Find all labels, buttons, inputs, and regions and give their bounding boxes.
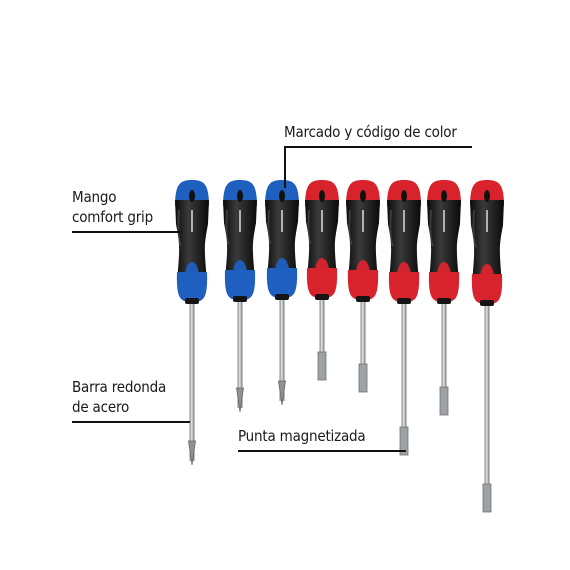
ferrule (275, 294, 289, 300)
color-marking (189, 190, 195, 202)
handle-body (223, 200, 257, 280)
callout-tip-line (238, 450, 406, 452)
flat-tip (399, 426, 409, 456)
handle-body (305, 200, 339, 278)
screwdriver-6 (387, 180, 421, 456)
shaft (189, 296, 195, 461)
flat-tip (317, 351, 327, 381)
color-marking (441, 190, 447, 202)
phillips-tip (188, 440, 196, 466)
callout-color-coding-line-v (284, 146, 286, 188)
ferrule (356, 296, 370, 302)
callout-grip-line1: Mango (72, 188, 117, 206)
grip-inset (233, 260, 247, 288)
handle-print (191, 210, 193, 232)
color-marking (279, 190, 285, 202)
grip-inset (480, 264, 494, 292)
screwdriver-3 (265, 180, 299, 406)
callout-shaft-line1: Barra redonda (72, 378, 167, 396)
handle-print (362, 210, 364, 232)
ferrule (437, 298, 451, 304)
ferrule (397, 298, 411, 304)
handle-body (470, 200, 504, 284)
handle-highlight (472, 209, 477, 248)
handle-print (321, 210, 323, 232)
callout-tip: Punta magnetizada (238, 427, 366, 445)
color-marking (360, 190, 366, 202)
screwdriver-8 (470, 180, 504, 513)
shaft (360, 294, 366, 388)
handle-highlight (389, 209, 394, 247)
handle-body (427, 200, 461, 282)
handle-highlight (307, 209, 312, 245)
color-marking (484, 190, 490, 202)
handle-print (239, 210, 241, 232)
handle-highlight (429, 209, 434, 247)
callout-grip-line (72, 231, 182, 233)
grip-inset (185, 262, 199, 290)
handle-print (443, 210, 445, 232)
shaft (401, 296, 407, 451)
ferrule (315, 294, 329, 300)
shaft (279, 292, 285, 401)
screwdriver-5 (346, 180, 380, 393)
screwdriver-4 (305, 180, 339, 381)
shaft (484, 298, 490, 508)
color-marking (319, 190, 325, 202)
grip-inset (437, 262, 451, 290)
handle-body (175, 200, 209, 282)
handle-body (346, 200, 380, 280)
shaft (319, 292, 325, 376)
handle-highlight (267, 209, 272, 245)
handle-body (387, 200, 421, 282)
handle-body (265, 200, 299, 278)
flat-tip (358, 363, 368, 393)
phillips-tip (236, 387, 244, 413)
handle-print (281, 210, 283, 232)
phillips-tip (278, 380, 286, 406)
callout-grip-line2: comfort grip (72, 208, 153, 226)
callout-shaft-line2: de acero (72, 398, 130, 416)
ferrule (185, 298, 199, 304)
screwdriver-7 (427, 180, 461, 416)
shaft (441, 296, 447, 411)
grip-inset (275, 258, 289, 286)
handle-print (486, 210, 488, 232)
grip-inset (356, 260, 370, 288)
color-marking (237, 190, 243, 202)
handle-highlight (177, 209, 182, 247)
flat-tip (482, 483, 492, 513)
grip-inset (397, 262, 411, 290)
handle-highlight (348, 209, 353, 246)
grip-inset (315, 258, 329, 286)
callout-color-coding: Marcado y código de color (284, 123, 457, 141)
color-marking (401, 190, 407, 202)
flat-tip (439, 386, 449, 416)
screwdriver-2 (223, 180, 257, 413)
shaft (237, 294, 243, 408)
ferrule (233, 296, 247, 302)
callout-color-coding-line-h (284, 146, 472, 148)
callout-shaft-line (72, 421, 190, 423)
handle-print (403, 210, 405, 232)
handle-highlight (225, 209, 230, 246)
screwdriver-1 (175, 180, 209, 466)
ferrule (480, 300, 494, 306)
